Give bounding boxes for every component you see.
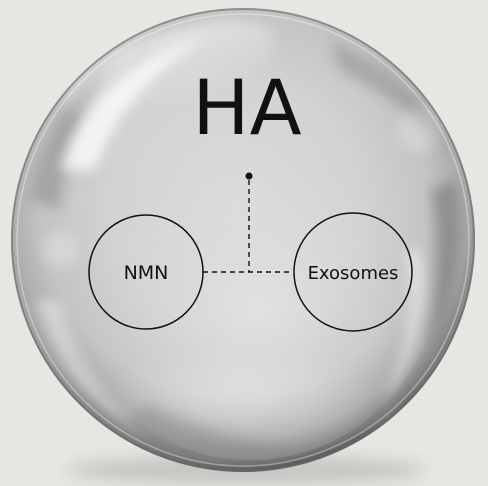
node-exosomes-label: Exosomes xyxy=(308,263,399,284)
node-nmn: NMN xyxy=(88,214,204,330)
connector-lines xyxy=(203,172,293,273)
glass-sphere xyxy=(11,8,475,472)
node-exosomes: Exosomes xyxy=(293,212,413,332)
diagram-title: HA xyxy=(192,63,301,152)
node-nmn-label: NMN xyxy=(124,262,169,284)
connector-dot xyxy=(245,172,253,180)
